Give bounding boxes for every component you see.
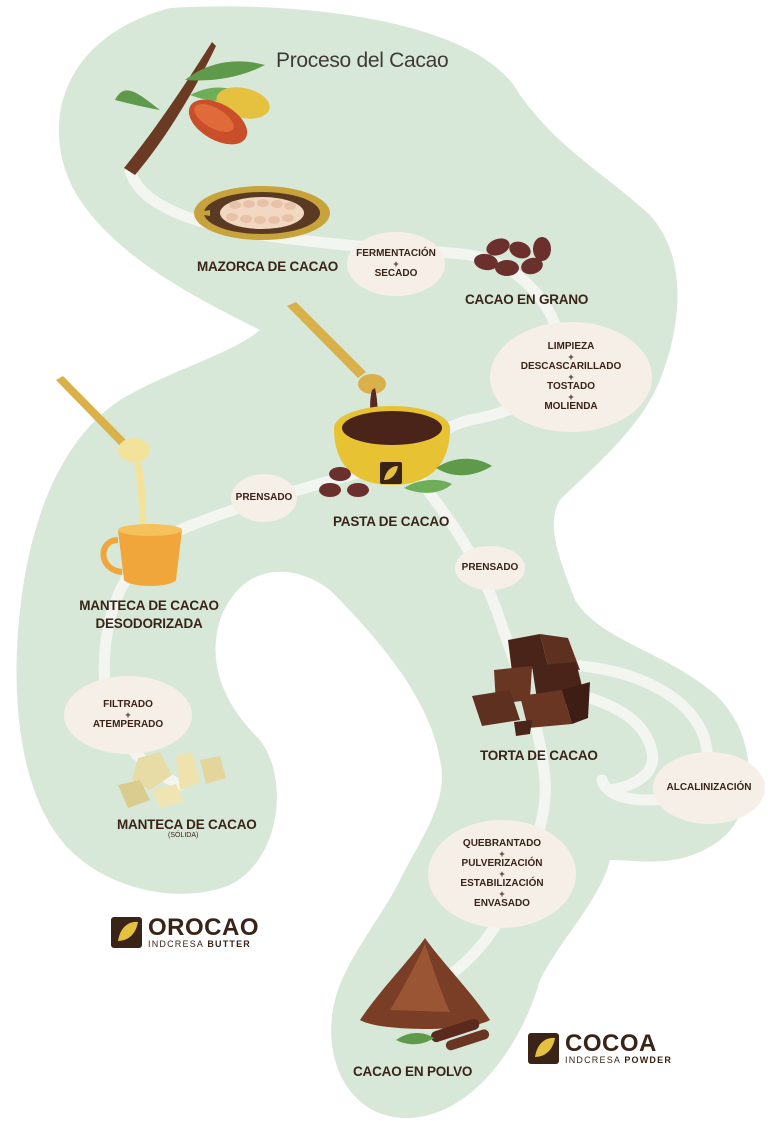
orocao-brand-sub: INDCRESA BUTTER [148,939,259,949]
process-step: MOLIENDA [544,401,598,412]
process-bubble-fermentacion: FERMENTACIÓN + SECADO [347,232,445,296]
cocoa-brand: COCOA INDCRESA POWDER [565,1030,672,1066]
plus-sign: + [568,352,574,362]
process-bubble-filtrado: FILTRADO + ATEMPERADO [64,676,192,754]
plus-sign: + [568,372,574,382]
stage-label-manteca-solida: MANTECA DE CACAO [117,817,257,832]
orocao-brand: OROCAO INDCRESA BUTTER [148,914,259,950]
process-step: ALCALINIZACIÓN [666,782,752,793]
stage-label-mazorca: MAZORCA DE CACAO [197,259,339,274]
cocoa-powder-illustration [360,938,490,1051]
melted-butter-cup-illustration [56,376,182,586]
orocao-sub-light: INDCRESA [148,939,208,949]
orocao-logo-mark [111,917,142,948]
stage-label-pasta: PASTA DE CACAO [333,514,450,529]
process-step: FERMENTACIÓN [356,248,436,259]
process-step: DESCASCARILLADO [520,361,622,372]
background-shape [16,6,749,1119]
cocoa-cake-illustration [472,634,590,736]
cocoa-brand-name: COCOA [565,1030,657,1057]
cocoa-paste-bowl-illustration [287,302,492,497]
process-step: LIMPIEZA [547,341,595,352]
process-step: ENVASADO [474,898,530,909]
bowl-logo-mark [384,466,398,480]
cocoa-sub-light: INDCRESA [565,1055,625,1065]
stage-label-torta: TORTA DE CACAO [480,748,598,763]
orocao-brand-name: OROCAO [148,914,259,941]
stage-label-polvo: CACAO EN POLVO [353,1064,473,1079]
manteca-desodorizada-line-1: MANTECA DE CACAO [79,598,219,613]
process-bubble-prensado-left: PRENSADO [231,474,297,522]
process-bubble-prensado-right: PRENSADO [455,546,525,590]
process-step: FILTRADO [103,699,153,710]
process-bubble-alcalinizacion: ALCALINIZACIÓN [653,752,765,824]
plus-sign: + [499,869,505,879]
orocao-sub-bold: BUTTER [207,939,252,949]
diagram-title: Proceso del Cacao [276,49,449,72]
process-step: QUEBRANTADO [462,838,542,849]
stage-label-manteca-desodorizada: MANTECA DE CACAO DESODORIZADA [78,598,220,631]
plus-sign: + [393,259,399,269]
stage-label-grano: CACAO EN GRANO [465,292,589,307]
plus-sign: + [568,392,574,402]
process-step: PRENSADO [235,492,293,503]
process-step: TOSTADO [547,381,595,392]
process-step: PULVERIZACIÓN [461,858,543,869]
cocoa-brand-sub: INDCRESA POWDER [565,1055,672,1065]
process-step: SECADO [374,268,418,279]
manteca-desodorizada-line-2: DESODORIZADA [95,616,203,631]
cacao-pod-branch-illustration [115,42,270,175]
process-bubble-quebrantado: QUEBRANTADO + PULVERIZACIÓN + ESTABILIZA… [428,820,576,928]
plus-sign: + [125,710,131,720]
cocoa-beans-illustration [474,237,551,276]
process-step: ESTABILIZACIÓN [460,878,544,889]
open-pod-illustration [194,186,330,240]
process-step: ATEMPERADO [92,719,164,730]
solid-butter-illustration [118,752,226,808]
plus-sign: + [499,889,505,899]
cocoa-logo-mark [528,1033,559,1064]
process-step: PRENSADO [461,562,519,573]
process-bubble-limpieza: LIMPIEZA + DESCASCARILLADO + TOSTADO + M… [490,322,652,432]
cocoa-sub-bold: POWDER [624,1055,673,1065]
stage-label-manteca-solida-sub: (SÓLIDA) [168,832,199,839]
plus-sign: + [499,849,505,859]
